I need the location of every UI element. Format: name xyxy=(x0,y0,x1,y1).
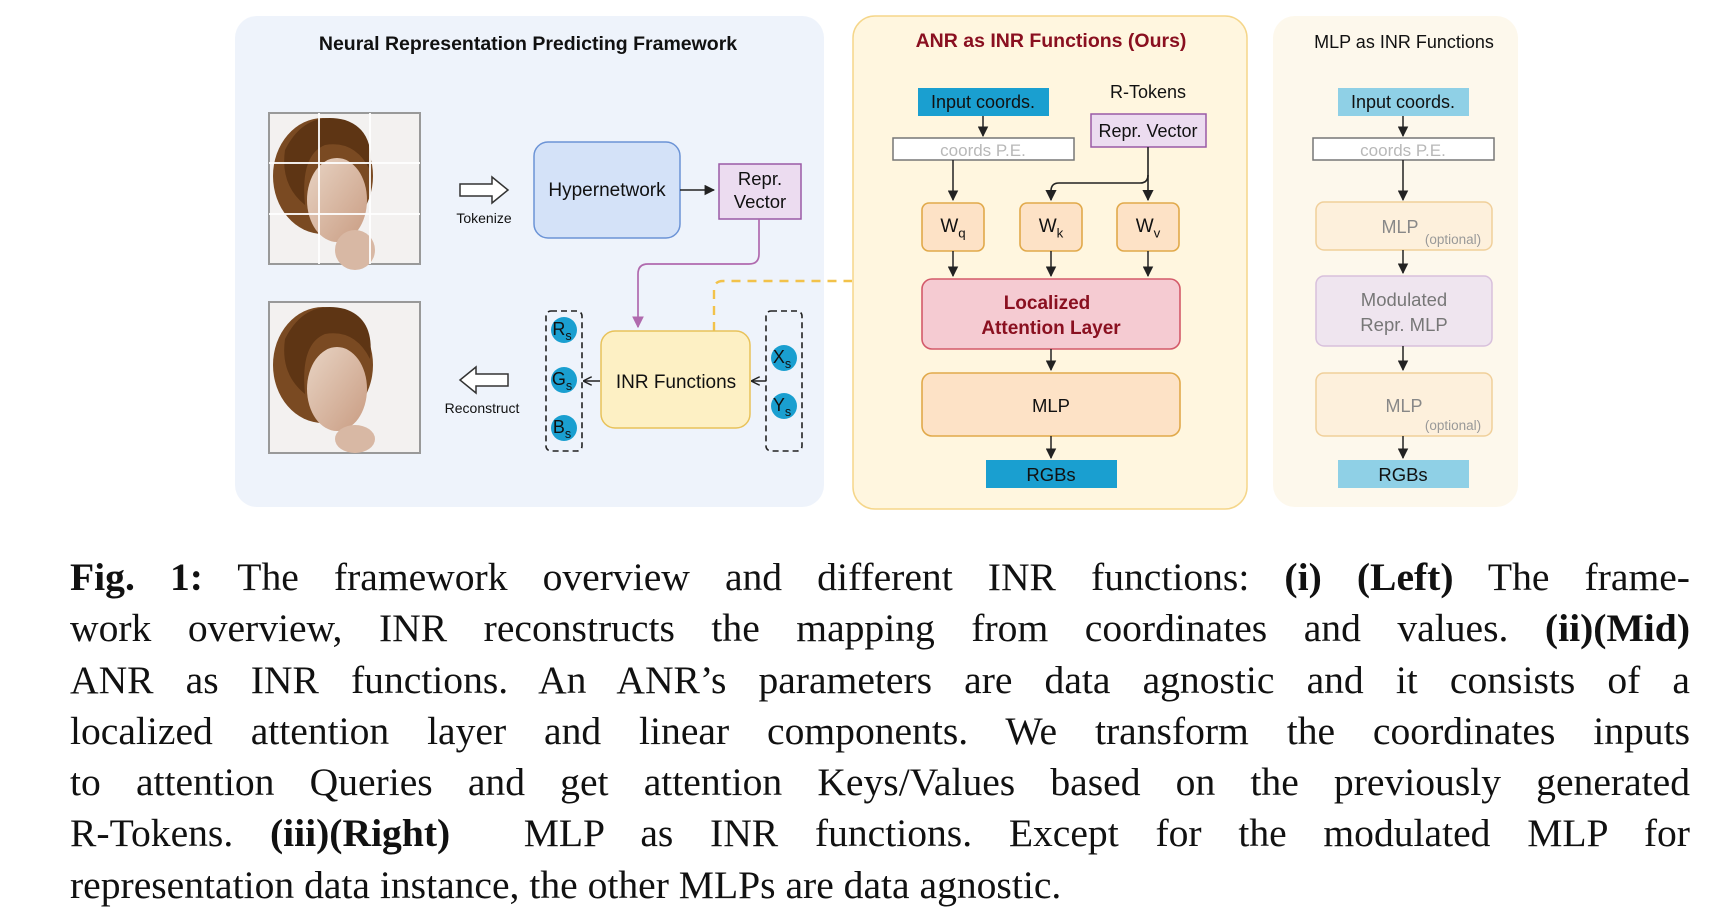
left-panel-title: Neural Representation Predicting Framewo… xyxy=(319,33,737,55)
mid-repr-vector-label: Repr. Vector xyxy=(1098,121,1197,141)
inr-functions-label: INR Functions xyxy=(616,372,736,393)
caption-line-4: localized attention layer and linear com… xyxy=(70,708,1690,753)
right-optional-label: (optional) xyxy=(1425,232,1481,247)
reconstruct-label: Reconstruct xyxy=(445,400,520,416)
repr-vector-box xyxy=(718,163,802,220)
caption-line-7: representation data instance, the other … xyxy=(70,862,1062,907)
inr-functions-box xyxy=(600,330,751,429)
right-rgbs-box xyxy=(1338,460,1469,488)
attention-line1: Localized xyxy=(1004,293,1091,314)
mid-coords-pe-label: coords P.E. xyxy=(940,141,1026,160)
mid-coords-pe-box xyxy=(892,137,1075,161)
right-panel: MLP as INR Functions Input coords. coord… xyxy=(1273,16,1518,507)
mid-rgbs-label: RGBs xyxy=(1026,464,1075,485)
caption-line1-text: The framework overview and different INR… xyxy=(202,555,1285,599)
output-channel-label: Bs xyxy=(553,417,571,441)
reconstructed-image xyxy=(268,301,421,454)
right-input-coords-label: Input coords. xyxy=(1351,92,1455,112)
caption-line-2: work overview, INR reconstructs the mapp… xyxy=(70,603,1690,654)
mid-panel-title: ANR as INR Functions (Ours) xyxy=(916,30,1187,52)
caption-line-3: ANR as INR functions. An ANR’s parameter… xyxy=(70,657,1690,702)
weight-label: Wv xyxy=(1136,216,1161,240)
left-panel: Neural Representation Predicting Framewo… xyxy=(235,16,852,507)
mid-input-coords-label: Input coords. xyxy=(931,92,1035,112)
tokenize-label: Tokenize xyxy=(456,210,511,226)
caption-line6-text: R-Tokens. xyxy=(70,811,270,856)
output-channel-label: Rs xyxy=(552,319,571,343)
mid-input-coords-box xyxy=(918,88,1049,116)
input-coord-label: Ys xyxy=(773,395,791,419)
modulated-line2: Repr. MLP xyxy=(1360,314,1447,335)
attention-line2: Attention Layer xyxy=(981,318,1121,339)
caption-line2-text: work overview, INR reconstructs the mapp… xyxy=(70,606,1545,651)
right-panel-title: MLP as INR Functions xyxy=(1314,32,1494,52)
caption-line-5: to attention Queries and get attention K… xyxy=(70,760,1690,805)
tokenize-arrow-icon xyxy=(459,175,510,205)
input-coord-token xyxy=(771,345,797,371)
r-tokens-label: R-Tokens xyxy=(1110,82,1186,102)
mid-panel: ANR as INR Functions (Ours) Input coords… xyxy=(852,15,1248,510)
output-channel-token xyxy=(551,415,577,441)
input-coord-token xyxy=(771,393,797,419)
weight-label: Wk xyxy=(1039,216,1064,240)
caption-line1-tail: The frame- xyxy=(1453,555,1690,599)
caption-line-6: R-Tokens. (iii)(Right) MLP as INR functi… xyxy=(70,808,1690,859)
right-mlp2-optional-box xyxy=(1315,372,1493,437)
right-mlp-optional-box xyxy=(1315,201,1493,251)
modulated-repr-mlp-box xyxy=(1315,275,1493,347)
modulated-line1: Modulated xyxy=(1361,289,1447,310)
input-coord-label: Xs xyxy=(773,347,791,371)
output-channel-token xyxy=(551,317,577,343)
output-channels-group xyxy=(545,310,583,452)
right-optional2-label: (optional) xyxy=(1425,418,1481,433)
output-channel-token xyxy=(551,367,577,393)
hypernetwork-label: Hypernetwork xyxy=(548,180,666,201)
mid-rgbs-box xyxy=(986,460,1117,488)
repr-vector-line1: Repr. xyxy=(738,168,782,189)
mid-repr-vector-box xyxy=(1090,113,1207,148)
framework-figure: Neural Representation Predicting Framewo… xyxy=(235,15,1518,510)
right-mlp2-label: MLP xyxy=(1385,396,1422,416)
right-coords-pe-label: coords P.E. xyxy=(1360,141,1446,160)
weight-label: Wq xyxy=(940,216,965,240)
caption-fig-label: Fig. 1: xyxy=(70,555,203,599)
repr-vector-line2: Vector xyxy=(734,191,786,212)
mid-mlp-label: MLP xyxy=(1032,395,1070,416)
output-channel-label: Gs xyxy=(552,369,572,393)
right-mlp-label: MLP xyxy=(1381,217,1418,237)
input-image-tokenized xyxy=(268,112,421,270)
input-coords-group xyxy=(765,310,803,452)
caption-line-1: Fig. 1: The framework overview and diffe… xyxy=(70,552,1690,603)
right-input-coords-box xyxy=(1338,88,1469,116)
reconstruct-arrow-icon xyxy=(458,365,509,395)
figure-caption: Fig. 1: The framework overview and diffe… xyxy=(70,552,1690,911)
right-rgbs-label: RGBs xyxy=(1378,464,1427,485)
caption-line6-bold: (iii)(Right) xyxy=(269,811,451,856)
caption-line6-tail: MLP as INR functions. Except for the mod… xyxy=(450,811,1690,856)
caption-line2-bold: (ii)(Mid) xyxy=(1544,606,1690,651)
caption-line1-bold: (i) (Left) xyxy=(1284,555,1454,599)
